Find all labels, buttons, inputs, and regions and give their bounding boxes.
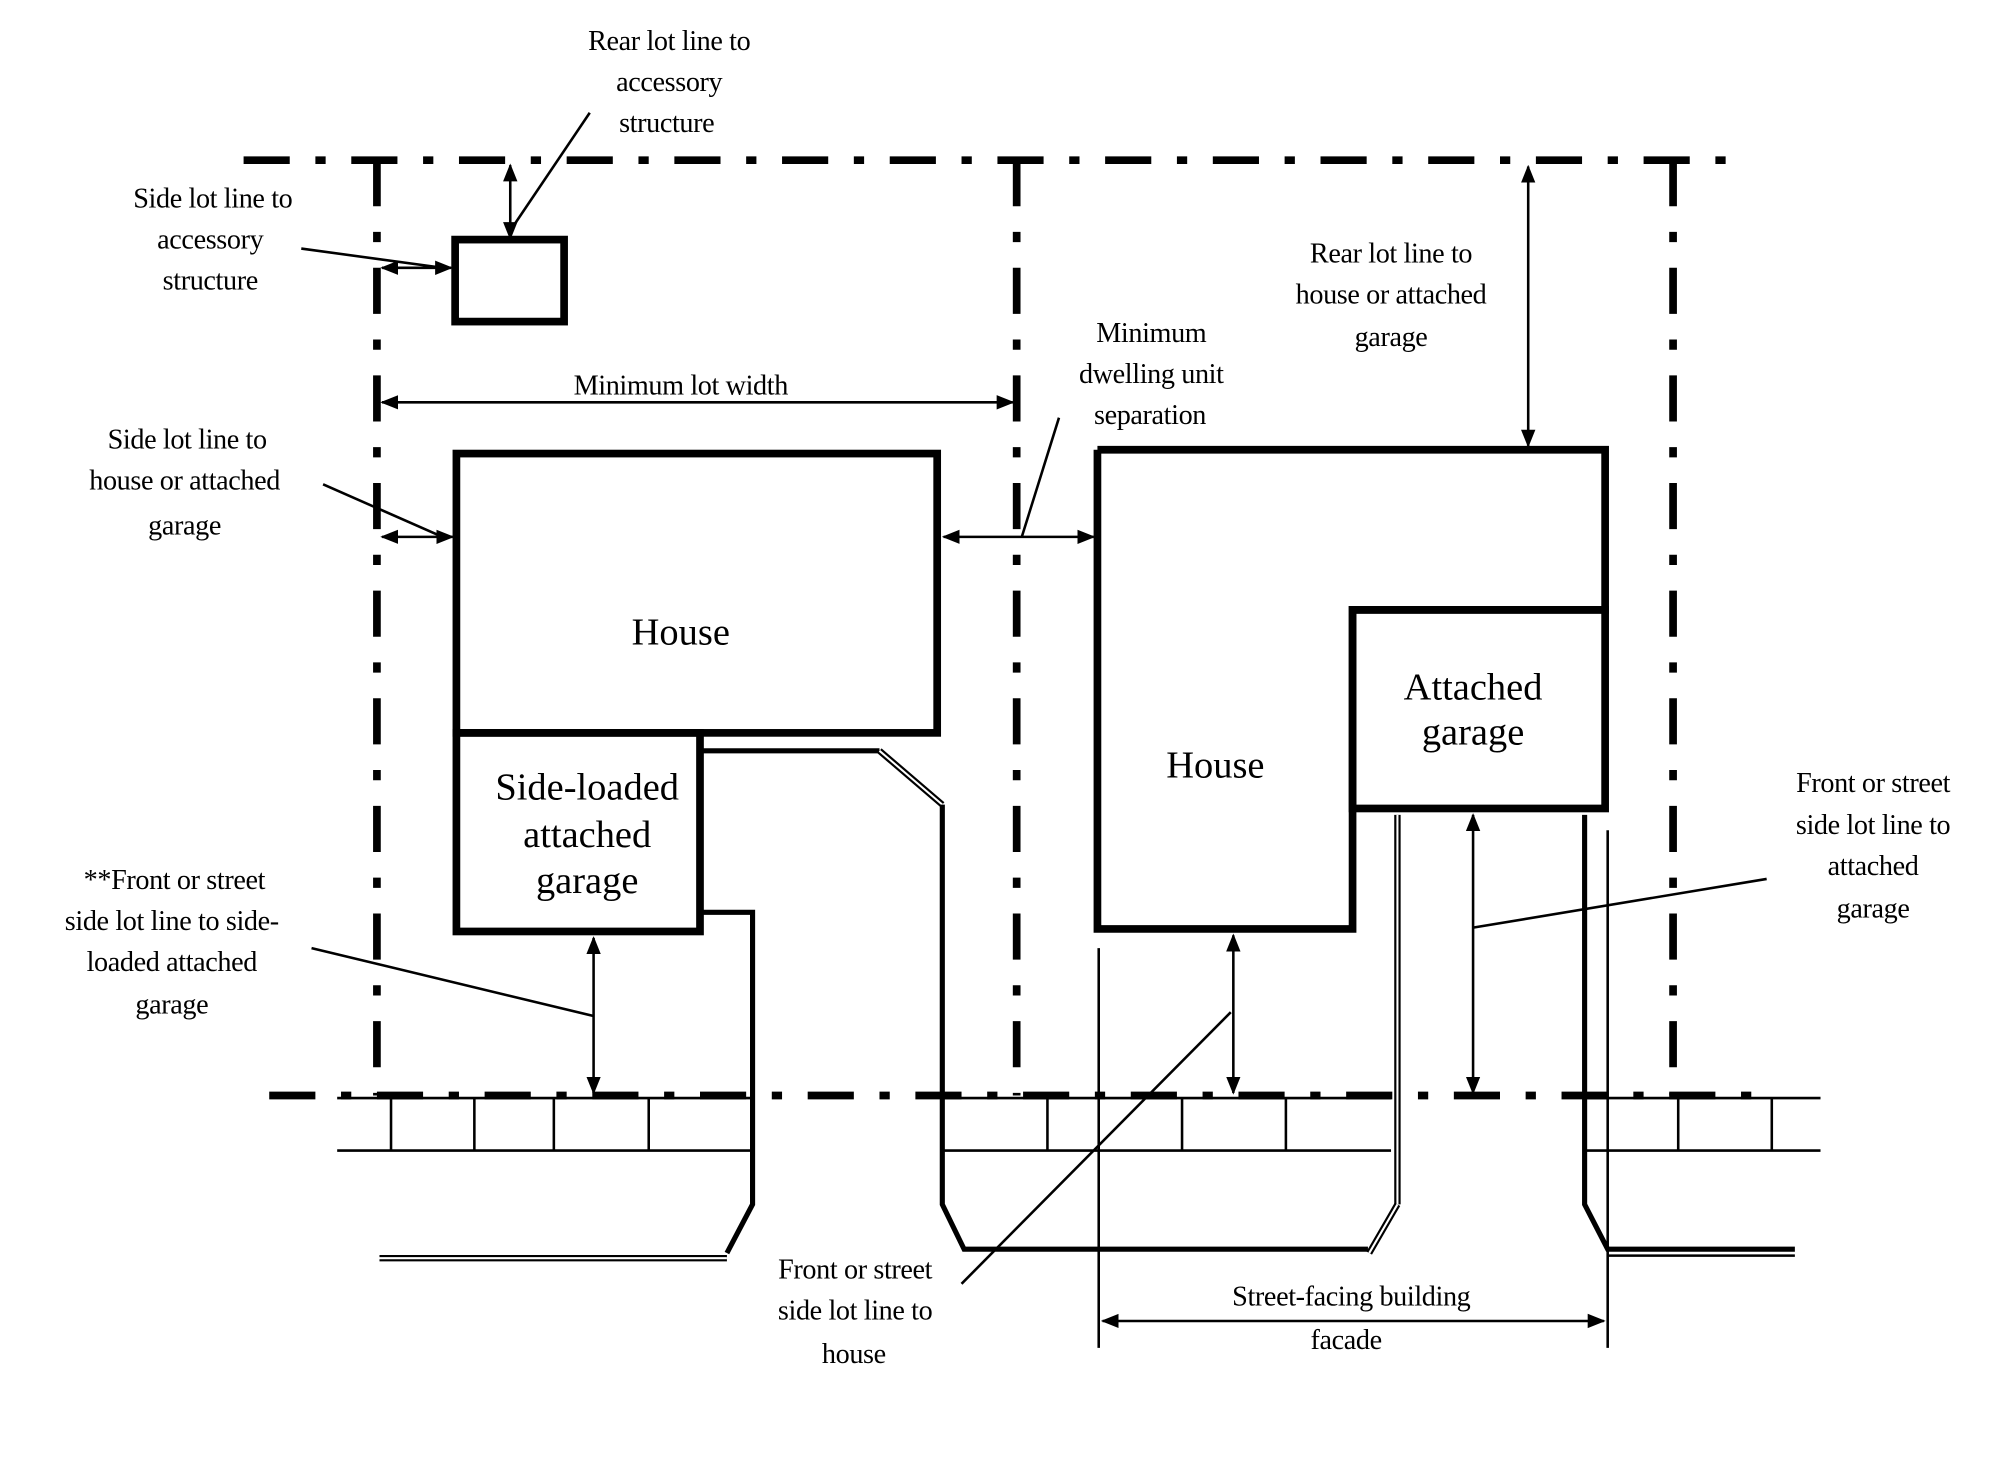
curbs-and-driveways	[379, 748, 1795, 1348]
svg-text:side lot line to: side lot line to	[1796, 810, 1951, 841]
building-labels: House Side-loaded attached garage House …	[495, 611, 1542, 902]
left-house-label: House	[632, 611, 730, 653]
svg-text:garage: garage	[135, 989, 208, 1020]
svg-text:Side lot line to: Side lot line to	[108, 424, 267, 455]
svg-text:Minimum: Minimum	[1096, 318, 1207, 349]
svg-text:loaded attached: loaded attached	[87, 947, 258, 978]
svg-text:house: house	[822, 1339, 886, 1370]
side-to-accessory-label: Side lot line to accessory structure	[133, 184, 293, 297]
svg-text:**Front or street: **Front or street	[84, 865, 266, 896]
svg-text:garage: garage	[1837, 893, 1910, 924]
side-loaded-garage-label-2: attached	[523, 814, 651, 856]
street-facade-label: Street-facing building facade	[1232, 1282, 1471, 1357]
svg-text:Street-facing building: Street-facing building	[1232, 1282, 1470, 1313]
leader-lines	[301, 112, 1767, 1285]
attached-garage	[1348, 606, 1609, 813]
sidewalk	[337, 1096, 1821, 1152]
front-to-side-loaded-label: **Front or street side lot line to side-…	[65, 865, 279, 1020]
right-house-label: House	[1166, 745, 1264, 787]
right-lot-buildings	[1093, 445, 1609, 933]
left-house	[452, 449, 942, 737]
svg-text:accessory: accessory	[157, 225, 263, 256]
rear-to-house-label: Rear lot line to house or attached garag…	[1296, 239, 1487, 353]
svg-text:garage: garage	[148, 510, 221, 541]
svg-text:garage: garage	[1355, 322, 1428, 353]
svg-text:Rear lot line to: Rear lot line to	[588, 26, 750, 57]
svg-text:structure: structure	[163, 266, 258, 297]
svg-text:side lot line to: side lot line to	[778, 1296, 933, 1327]
front-to-house-label: Front or street side lot line to house	[778, 1255, 933, 1371]
lot-lines	[243, 156, 1770, 1100]
svg-text:separation: separation	[1094, 400, 1206, 431]
svg-text:Front or street: Front or street	[778, 1255, 933, 1286]
side-loaded-garage-label-3: garage	[536, 860, 638, 902]
side-loaded-garage-label-1: Side-loaded	[495, 767, 679, 809]
svg-text:Front or street: Front or street	[1796, 768, 1951, 799]
min-separation-label: Minimum dwelling unit separation	[1079, 318, 1225, 431]
svg-text:Side lot line to: Side lot line to	[133, 184, 292, 215]
svg-text:facade: facade	[1311, 1325, 1382, 1356]
svg-text:accessory: accessory	[616, 67, 722, 98]
side-loaded-garage	[452, 729, 704, 936]
svg-text:attached: attached	[1828, 851, 1919, 882]
min-lot-width-label: Minimum lot width	[574, 371, 789, 402]
front-to-attached-label: Front or street side lot line to attache…	[1796, 768, 1951, 925]
attached-garage-label-1: Attached	[1404, 667, 1543, 709]
side-to-house-label: Side lot line to house or attached garag…	[89, 424, 280, 541]
rear-to-accessory-label: Rear lot line to accessory structure	[588, 26, 751, 139]
svg-text:house or attached: house or attached	[1296, 280, 1487, 311]
accessory-structure	[451, 235, 568, 326]
svg-text:Rear lot line to: Rear lot line to	[1310, 239, 1472, 270]
svg-text:side lot line to side-: side lot line to side-	[65, 906, 279, 937]
dimension-lines	[380, 163, 1606, 1348]
svg-text:house or attached: house or attached	[89, 465, 280, 496]
attached-garage-label-2: garage	[1422, 711, 1524, 753]
svg-text:dwelling unit: dwelling unit	[1079, 359, 1224, 390]
svg-text:structure: structure	[619, 108, 714, 139]
annotation-labels: Rear lot line to accessory structure Sid…	[65, 26, 1951, 1370]
